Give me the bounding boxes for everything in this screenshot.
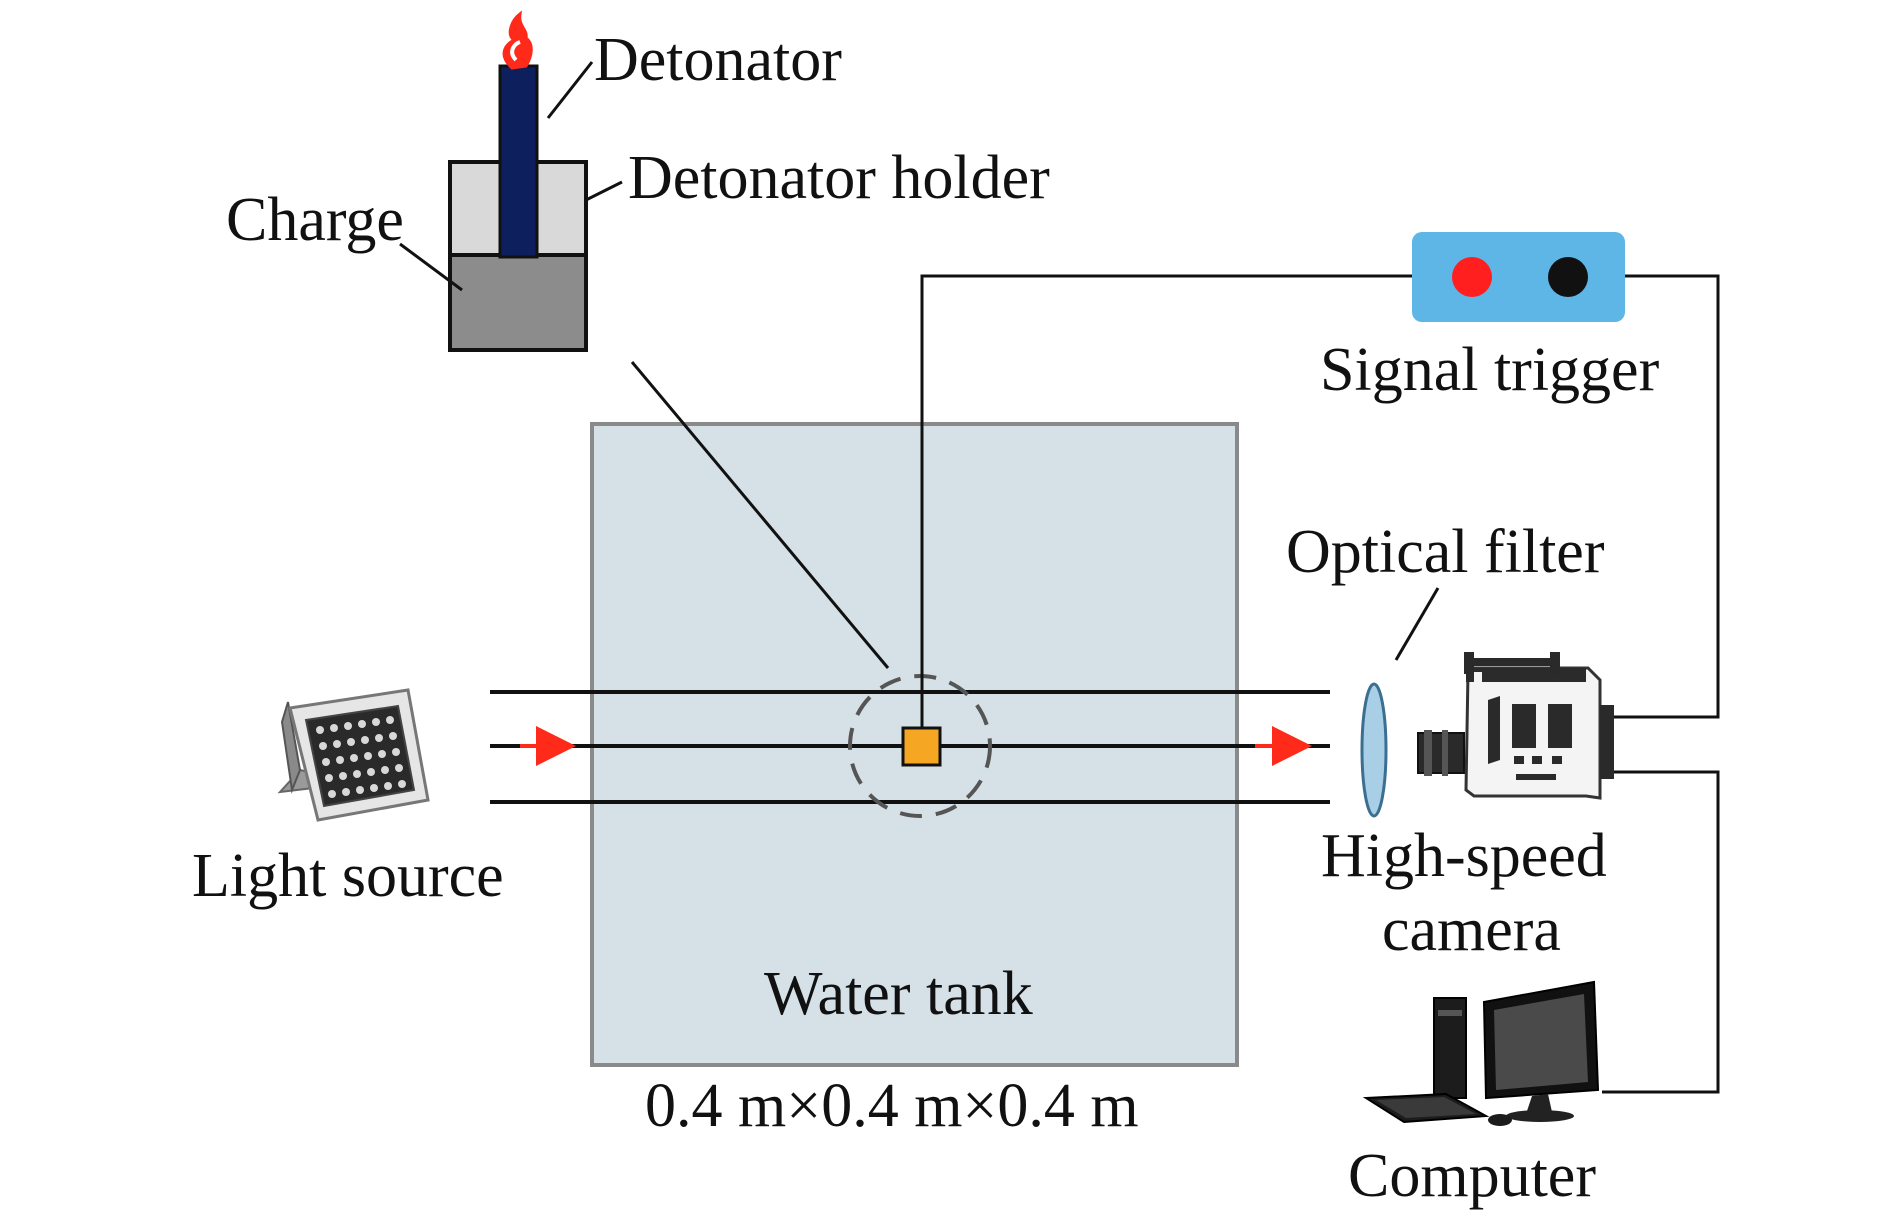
trigger-red-button	[1452, 257, 1492, 297]
camera-icon	[1417, 652, 1614, 800]
detonator-holder-leader-line	[585, 180, 623, 202]
trigger-black-button	[1548, 257, 1588, 297]
charge-zoom-circle	[848, 674, 992, 818]
computer-icon	[1362, 980, 1600, 1126]
detonator-body	[498, 64, 539, 259]
detonator-leader-line	[546, 61, 594, 119]
signal-trigger	[1412, 232, 1625, 322]
optical-filter-leader-line	[1394, 587, 1440, 661]
label-optical-filter: Optical filter	[1286, 518, 1605, 586]
label-charge: Charge	[226, 186, 404, 254]
optical-filter	[1360, 682, 1388, 818]
label-water-tank: Water tank	[764, 960, 1033, 1028]
label-high-speed-camera-2: camera	[1382, 896, 1561, 964]
light-source-icon	[277, 688, 430, 822]
label-light-source: Light source	[192, 842, 504, 910]
label-signal-trigger: Signal trigger	[1320, 336, 1660, 404]
trigger-to-camera-wire	[1612, 274, 1720, 719]
trigger-wire	[920, 274, 1412, 728]
label-high-speed-camera-1: High-speed	[1321, 822, 1607, 890]
charge-body	[448, 253, 588, 352]
charge-leader-line	[630, 361, 890, 669]
camera-to-computer-wire	[1602, 770, 1720, 1094]
charge-marker	[901, 726, 942, 767]
label-detonator: Detonator	[594, 26, 842, 94]
led-array	[316, 716, 406, 798]
label-computer: Computer	[1348, 1142, 1596, 1210]
label-detonator-holder: Detonator holder	[628, 144, 1050, 212]
charge-assembly	[448, 10, 588, 352]
charge-leader-label-line	[399, 242, 463, 292]
label-tank-dimensions: 0.4 m×0.4 m×0.4 m	[645, 1072, 1139, 1140]
